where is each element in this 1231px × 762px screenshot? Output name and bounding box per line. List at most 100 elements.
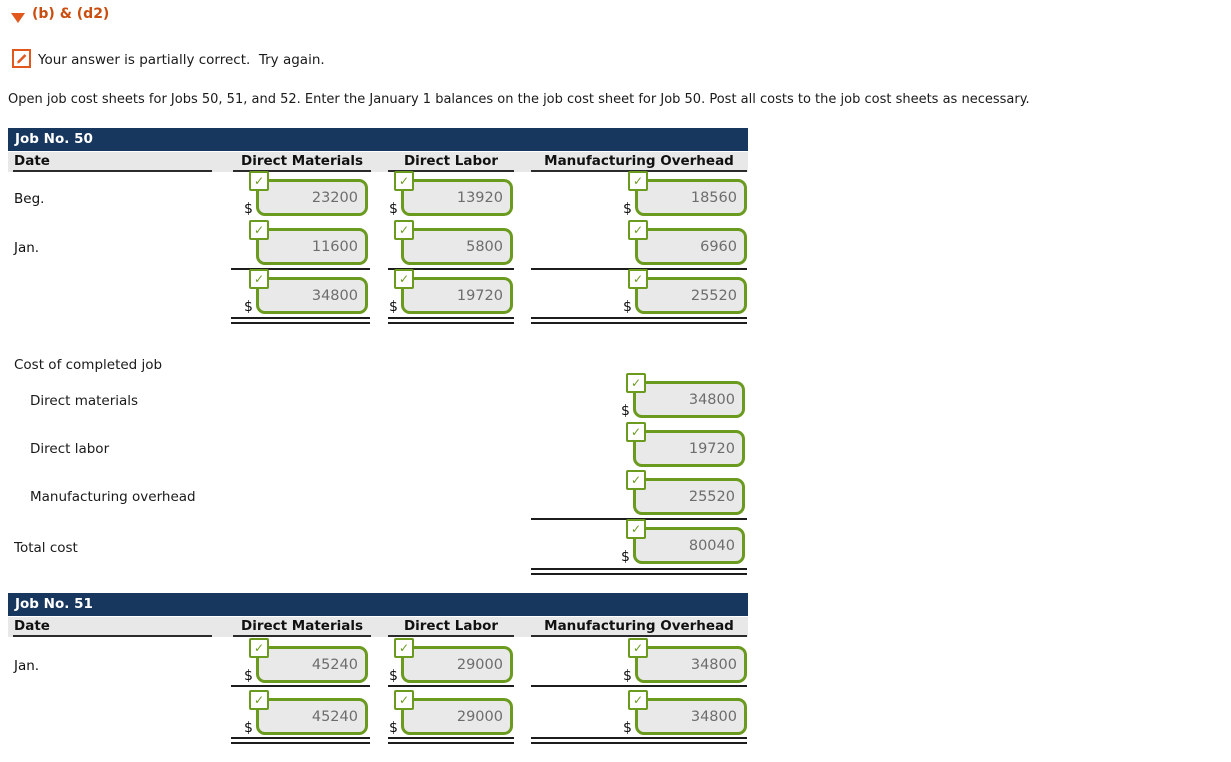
header-underline — [233, 635, 371, 637]
double-underline — [388, 317, 514, 324]
job51-col-manufacturing-overhead: Manufacturing Overhead — [544, 618, 734, 634]
cost-item-label-dl: Direct labor — [30, 441, 110, 457]
job50-beg-dl-field: $ ✓ — [389, 171, 513, 217]
double-underline — [388, 737, 514, 744]
job50-total-mo-input[interactable] — [635, 277, 747, 314]
job51-jan-dl-field: $ ✓ — [389, 638, 513, 684]
job51-total-dl-field: $ ✓ — [389, 690, 513, 736]
cost-item-label-dm: Direct materials — [30, 393, 139, 409]
job50-jan-dl-field: ✓ — [389, 220, 513, 266]
job51-title: Job No. 51 — [15, 596, 93, 612]
job50-total-dm-field: $ ✓ — [244, 269, 368, 315]
job50-title-bar: Job No. 50 — [8, 128, 748, 151]
correct-check-icon: ✓ — [249, 638, 269, 658]
dollar-sign: $ — [623, 299, 632, 315]
job50-title: Job No. 50 — [15, 131, 93, 147]
double-underline — [231, 737, 370, 744]
cost-dl-field: ✓ — [621, 422, 745, 468]
cost-mo-input[interactable] — [633, 478, 745, 515]
job51-total-dm-input[interactable] — [256, 698, 368, 735]
cost-dm-input[interactable] — [633, 381, 745, 418]
dollar-sign: $ — [389, 201, 398, 217]
job50-row-label-jan: Jan. — [14, 240, 40, 256]
dollar-sign: $ — [244, 720, 253, 736]
cost-section-heading: Cost of completed job — [14, 357, 163, 373]
job51-jan-mo-field: $ ✓ — [623, 638, 747, 684]
dollar-sign: $ — [621, 403, 630, 419]
job50-beg-dm-input[interactable] — [256, 179, 368, 216]
correct-check-icon: ✓ — [626, 422, 646, 442]
job50-jan-mo-field: ✓ — [623, 220, 747, 266]
job51-jan-dm-field: $ ✓ — [244, 638, 368, 684]
job51-total-mo-input[interactable] — [635, 698, 747, 735]
double-underline — [531, 317, 747, 324]
correct-check-icon: ✓ — [626, 519, 646, 539]
double-underline — [531, 568, 747, 575]
job50-total-dl-input[interactable] — [401, 277, 513, 314]
job51-jan-dl-input[interactable] — [401, 646, 513, 683]
job50-beg-mo-input[interactable] — [635, 179, 747, 216]
total-cost-label: Total cost — [14, 540, 78, 556]
correct-check-icon: ✓ — [249, 171, 269, 191]
job50-col-manufacturing-overhead: Manufacturing Overhead — [544, 153, 734, 169]
job50-jan-dl-input[interactable] — [401, 228, 513, 265]
partially-correct-pencil-icon — [12, 49, 31, 68]
correct-check-icon: ✓ — [394, 638, 414, 658]
total-cost-input[interactable] — [633, 527, 745, 564]
job50-jan-dm-input[interactable] — [256, 228, 368, 265]
header-underline — [233, 170, 371, 172]
job51-col-date: Date — [14, 618, 50, 634]
job50-beg-mo-field: $ ✓ — [623, 171, 747, 217]
correct-check-icon: ✓ — [394, 269, 414, 289]
job51-total-mo-field: $ ✓ — [623, 690, 747, 736]
dollar-sign: $ — [389, 299, 398, 315]
dollar-sign: $ — [244, 299, 253, 315]
total-rule — [388, 685, 514, 687]
job51-total-dl-input[interactable] — [401, 698, 513, 735]
cost-dl-input[interactable] — [633, 430, 745, 467]
section-heading: (b) & (d2) — [32, 6, 110, 22]
correct-check-icon: ✓ — [628, 269, 648, 289]
dollar-sign: $ — [389, 720, 398, 736]
total-rule — [231, 268, 370, 270]
job51-jan-mo-input[interactable] — [635, 646, 747, 683]
header-underline — [531, 635, 747, 637]
job51-col-direct-materials: Direct Materials — [240, 618, 363, 634]
dollar-sign: $ — [623, 720, 632, 736]
disclosure-triangle-icon[interactable] — [11, 13, 25, 23]
job50-beg-dl-input[interactable] — [401, 179, 513, 216]
total-rule — [231, 685, 370, 687]
header-underline — [13, 170, 212, 172]
feedback-message: Your answer is partially correct. Try ag… — [38, 52, 325, 68]
correct-check-icon: ✓ — [394, 690, 414, 710]
job51-total-dm-field: $ ✓ — [244, 690, 368, 736]
job50-col-direct-materials: Direct Materials — [240, 153, 363, 169]
header-underline — [388, 635, 514, 637]
job50-beg-dm-field: $ ✓ — [244, 171, 368, 217]
header-underline — [13, 635, 212, 637]
correct-check-icon: ✓ — [626, 373, 646, 393]
dollar-sign: $ — [623, 201, 632, 217]
job51-row-label-jan: Jan. — [14, 658, 40, 674]
cost-mo-field: ✓ — [621, 470, 745, 516]
double-underline — [231, 317, 370, 324]
job50-col-date: Date — [14, 153, 50, 169]
correct-check-icon: ✓ — [628, 690, 648, 710]
job51-title-bar: Job No. 51 — [8, 593, 748, 616]
job50-jan-dm-field: ✓ — [244, 220, 368, 266]
correct-check-icon: ✓ — [394, 171, 414, 191]
cost-dm-field: $ ✓ — [621, 373, 745, 419]
job50-jan-mo-input[interactable] — [635, 228, 747, 265]
job50-total-mo-field: $ ✓ — [623, 269, 747, 315]
pencil-glyph — [17, 54, 27, 64]
job51-jan-dm-input[interactable] — [256, 646, 368, 683]
job50-row-label-beg: Beg. — [14, 191, 45, 207]
total-cost-field: $ ✓ — [621, 519, 745, 565]
correct-check-icon: ✓ — [249, 690, 269, 710]
dollar-sign: $ — [623, 668, 632, 684]
job50-total-dm-input[interactable] — [256, 277, 368, 314]
job50-col-direct-labor: Direct Labor — [403, 153, 499, 169]
dollar-sign: $ — [244, 201, 253, 217]
total-rule — [388, 268, 514, 270]
correct-check-icon: ✓ — [249, 220, 269, 240]
